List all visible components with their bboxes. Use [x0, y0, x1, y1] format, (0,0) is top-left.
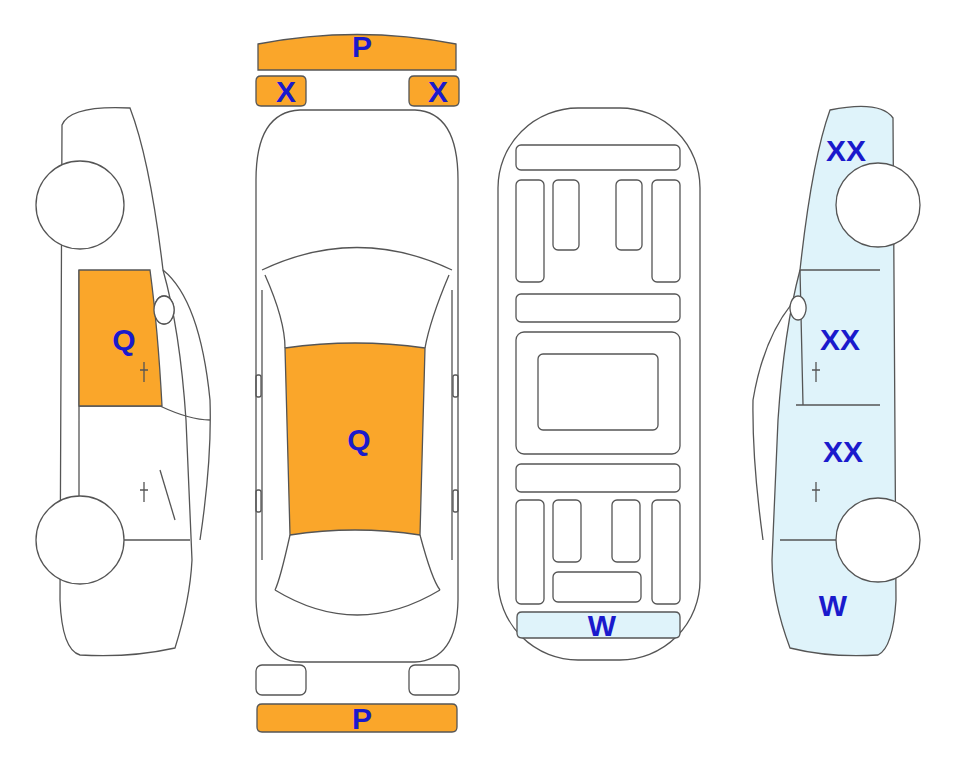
damage-code: XX [820, 325, 860, 355]
damage-panel: W [515, 610, 682, 640]
damage-code: X [276, 77, 296, 107]
damage-code: P [352, 32, 372, 62]
damage-panel: X [408, 75, 460, 107]
damage-panel: P [255, 28, 459, 72]
damage-code: P [352, 704, 372, 734]
damage-panel: P [255, 702, 459, 734]
damage-code: W [819, 591, 847, 621]
damage-panel: XX XX XX W [770, 100, 900, 660]
damage-code: XX [823, 437, 863, 467]
damage-panel: X [255, 75, 307, 107]
damage-panel: Q [77, 268, 165, 408]
panel-shape [770, 100, 900, 660]
damage-code: Q [347, 425, 370, 455]
damage-code: Q [112, 325, 135, 355]
damage-code: W [588, 611, 616, 641]
damage-code: X [428, 77, 448, 107]
damage-panel: Q [283, 336, 427, 538]
damage-code: XX [826, 136, 866, 166]
